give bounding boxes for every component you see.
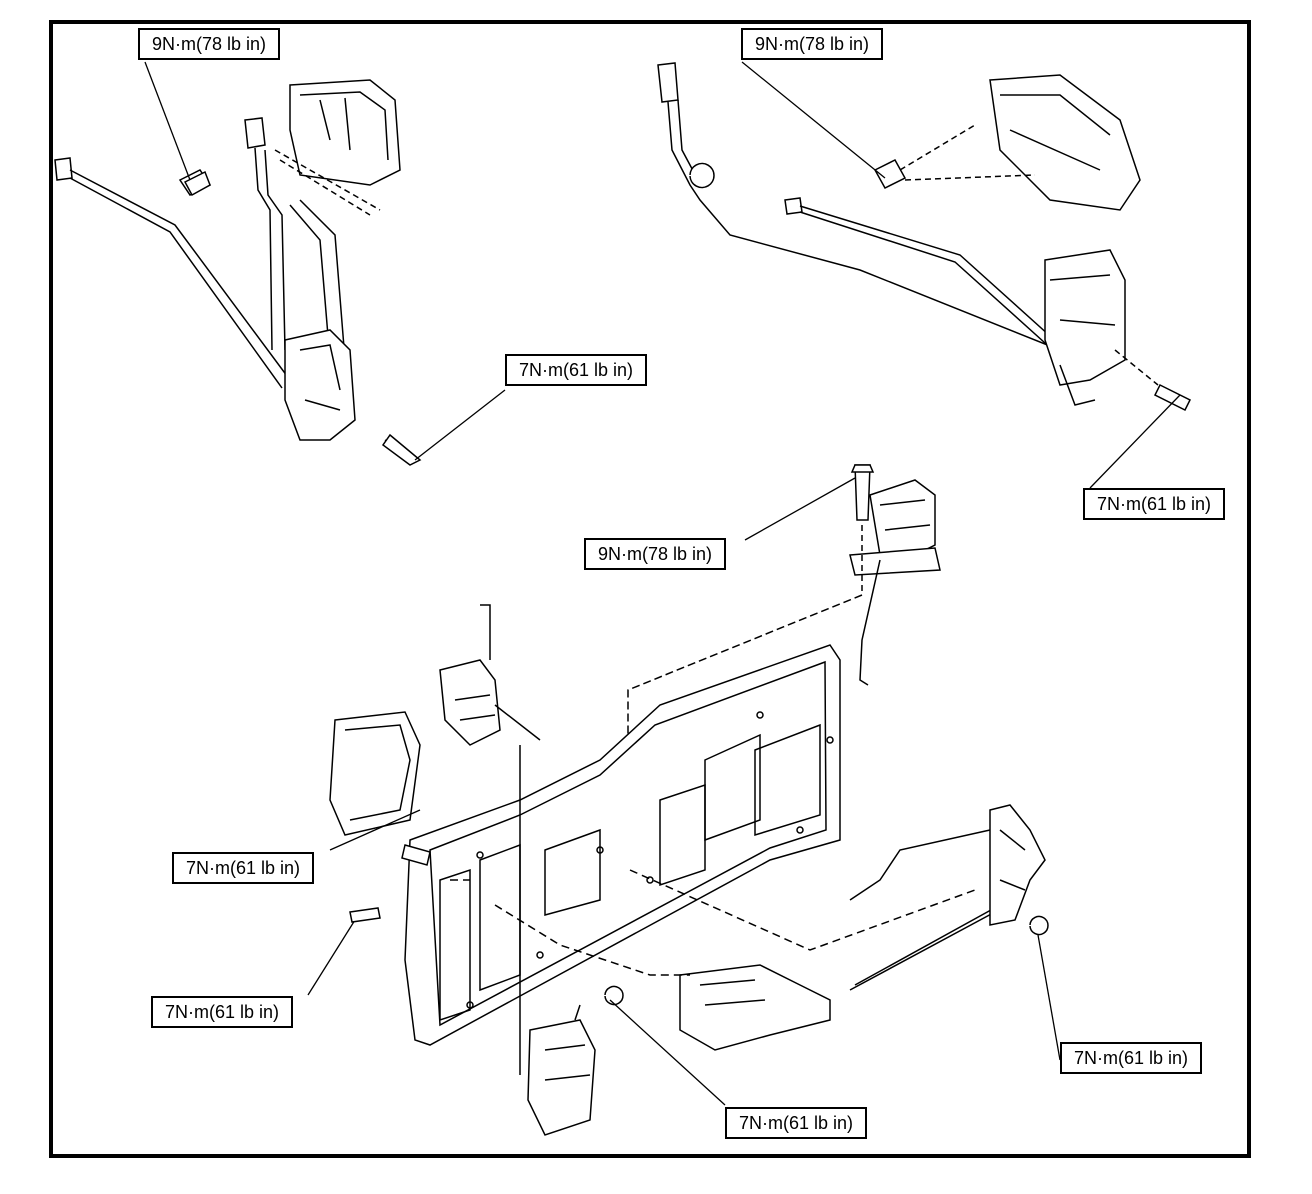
torque-callout-center-bolt: 9N·m(78 lb in) <box>584 538 727 570</box>
outside-handle-center <box>679 904 1001 1051</box>
torque-callout-right-nut: 7N·m(61 lb in) <box>1060 1042 1203 1074</box>
torque-callout-upper-right-bolt: 9N·m(78 lb in) <box>741 28 884 60</box>
door-inner-panel <box>404 644 841 1046</box>
inner-handle-left <box>329 711 431 866</box>
torque-callout-upper-left-bolt: 9N·m(78 lb in) <box>138 28 281 60</box>
torque-callout-lower-nut: 7N·m(61 lb in) <box>725 1107 868 1139</box>
torque-callout-upper-left-screw: 7N·m(61 lb in) <box>505 354 648 386</box>
torque-callout-inner-handle-bolt: 7N·m(61 lb in) <box>172 852 315 884</box>
assembly-guide-lines <box>450 869 976 976</box>
upper-right-handle-assembly <box>657 62 1192 412</box>
lower-latch <box>527 985 624 1136</box>
center-upper-latch <box>627 464 941 810</box>
upper-left-latch-assembly <box>54 79 422 466</box>
callout-leader-lines <box>144 61 1181 1106</box>
center-link-latch <box>439 604 541 1075</box>
diagram-frame <box>49 20 1251 1158</box>
fasteners <box>183 170 381 923</box>
torque-callout-lower-left-screw: 7N·m(61 lb in) <box>151 996 294 1028</box>
right-side-latch <box>849 804 1049 936</box>
torque-callout-upper-right-screw: 7N·m(61 lb in) <box>1083 488 1226 520</box>
